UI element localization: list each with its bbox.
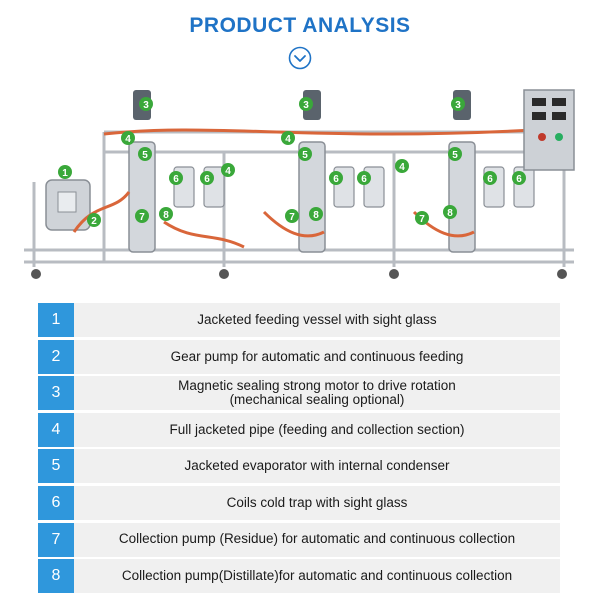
row-description: Full jacketed pipe (feeding and collecti…: [74, 412, 560, 447]
callout-3b: 3: [303, 100, 309, 111]
callout-6b: 6: [204, 174, 210, 185]
row-description: Collection pump (Residue) for automatic …: [74, 522, 560, 557]
table-row: 3 Magnetic sealing strong motor to drive…: [38, 376, 560, 411]
row-description: Jacketed feeding vessel with sight glass: [74, 303, 560, 337]
row-description: Magnetic sealing strong motor to drive r…: [74, 376, 560, 411]
row-description: Jacketed evaporator with internal conden…: [74, 449, 560, 484]
callout-6c: 6: [333, 174, 339, 185]
row-number: 8: [38, 559, 74, 594]
callout-4d: 4: [399, 162, 405, 173]
row-description: Collection pump(Distillate)for automatic…: [74, 559, 560, 594]
table-row: 8 Collection pump(Distillate)for automat…: [38, 559, 560, 594]
callout-3c: 3: [455, 100, 461, 111]
row-number: 4: [38, 412, 74, 447]
table-row: 2 Gear pump for automatic and continuous…: [38, 339, 560, 374]
row-number: 5: [38, 449, 74, 484]
row-description: Gear pump for automatic and continuous f…: [74, 339, 560, 374]
row-number: 7: [38, 522, 74, 557]
callout-7a: 7: [139, 212, 145, 223]
row-number: 1: [38, 303, 74, 337]
table-row: 5 Jacketed evaporator with internal cond…: [38, 449, 560, 484]
callout-8a: 8: [163, 210, 169, 221]
feature-table: 1 Jacketed feeding vessel with sight gla…: [38, 303, 560, 596]
callout-1: 1: [62, 168, 68, 179]
row-number: 6: [38, 485, 74, 520]
callout-4c: 4: [225, 166, 231, 177]
callout-8c: 8: [447, 208, 453, 219]
product-photo: 1 2 3 3 3 4 4 4 4 5 5 5 6 6 6 6 6 6 7 7 …: [24, 89, 575, 279]
callout-5b: 5: [302, 150, 308, 161]
table-row: 7 Collection pump (Residue) for automati…: [38, 522, 560, 557]
callout-8b: 8: [313, 210, 319, 221]
callout-5c: 5: [452, 150, 458, 161]
page-title: PRODUCT ANALYSIS: [189, 14, 411, 37]
table-row: 1 Jacketed feeding vessel with sight gla…: [38, 303, 560, 337]
callout-2: 2: [91, 216, 97, 227]
callout-4a: 4: [125, 134, 131, 145]
callout-6e: 6: [487, 174, 493, 185]
row-description: Coils cold trap with sight glass: [74, 485, 560, 520]
row-number: 2: [38, 339, 74, 374]
callout-7b: 7: [289, 212, 295, 223]
callout-4b: 4: [285, 134, 291, 145]
table-row: 4 Full jacketed pipe (feeding and collec…: [38, 412, 560, 447]
callout-6d: 6: [361, 174, 367, 185]
callout-6f: 6: [516, 174, 522, 185]
table-row: 6 Coils cold trap with sight glass: [38, 485, 560, 520]
callout-7c: 7: [419, 214, 425, 225]
callout-6a: 6: [173, 174, 179, 185]
chevron-down-icon: [288, 46, 312, 70]
row-number: 3: [38, 376, 74, 411]
callout-3a: 3: [143, 100, 149, 111]
callout-5a: 5: [142, 150, 148, 161]
